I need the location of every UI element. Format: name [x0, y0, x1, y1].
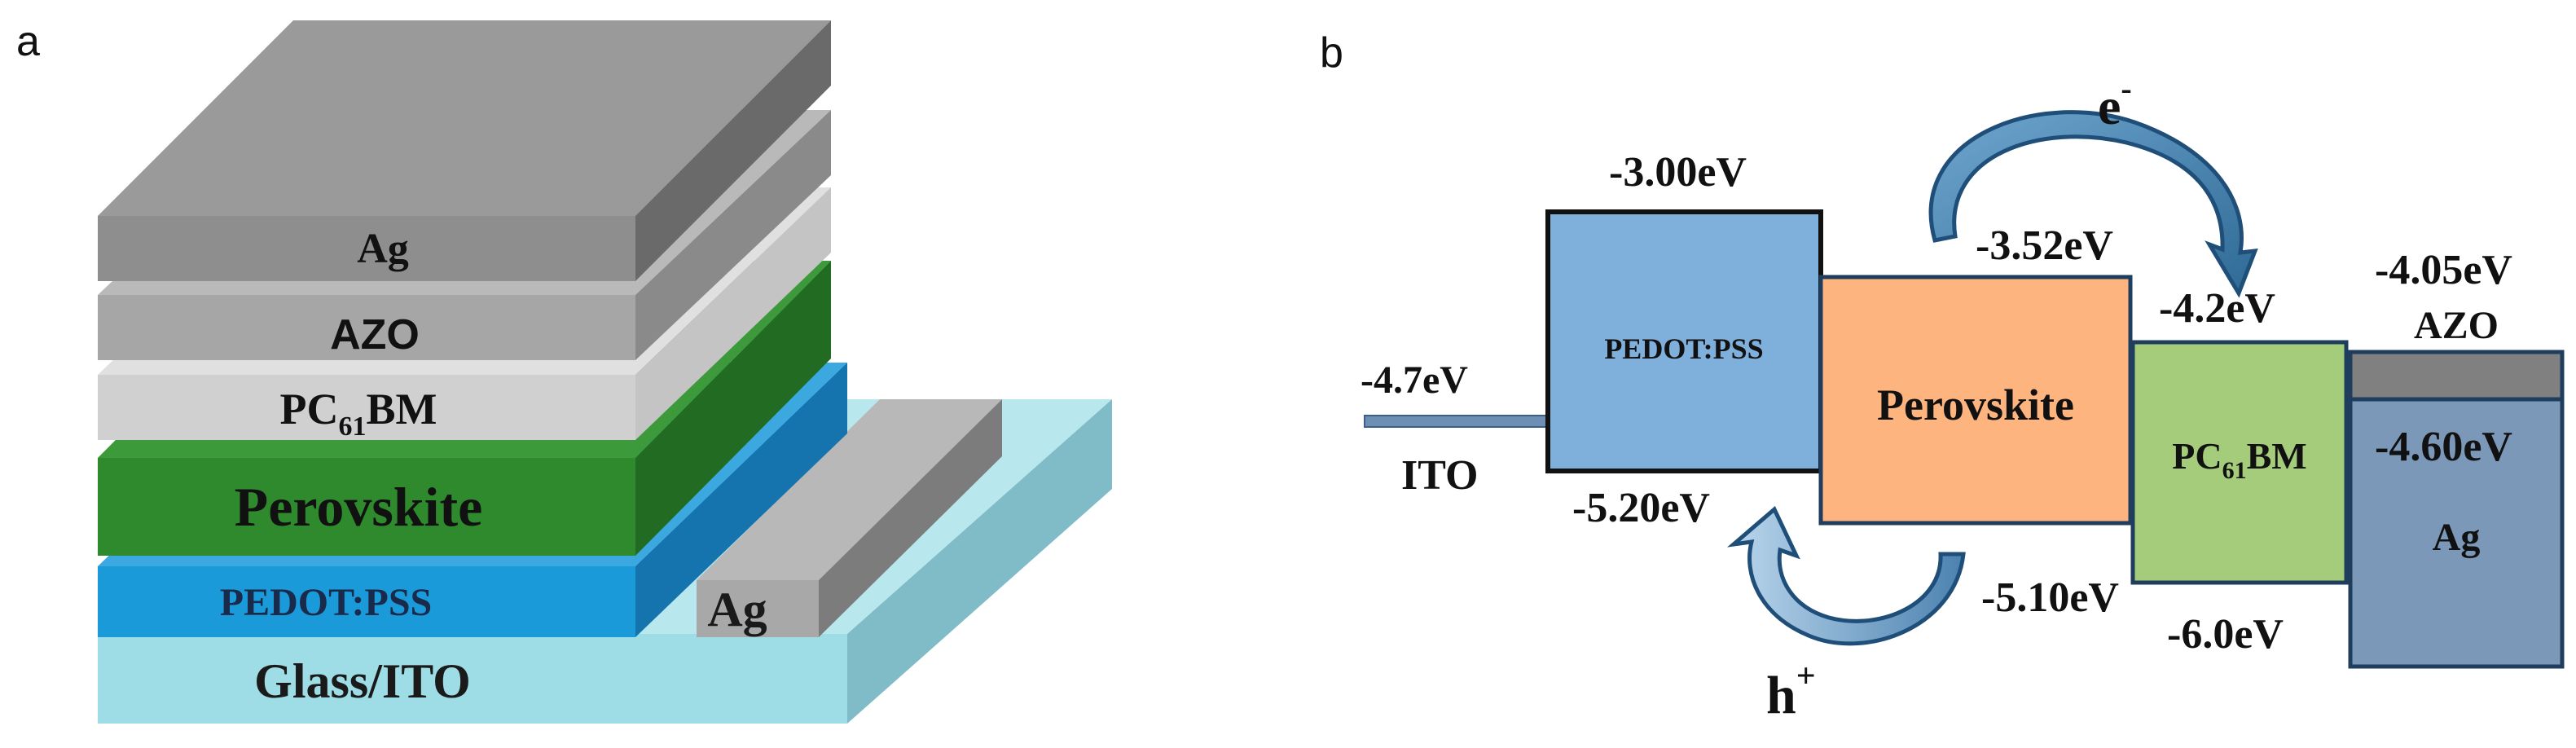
pcbm-label: PC61BM: [280, 385, 437, 442]
pedot-box-label: PEDOT:PSS: [1604, 332, 1763, 365]
pcbm-lumo-value: -4.2eV: [2159, 285, 2275, 332]
pedot-box-rect: [1545, 209, 1823, 473]
pcbm-box: PC61BM -4.2eV -6.0eV: [2130, 285, 2349, 658]
electron-arrow-icon: [1928, 110, 2258, 298]
perovskite-box: Perovskite -3.52eV -5.10eV: [1818, 222, 2133, 621]
pedot-side-face: [635, 363, 847, 637]
azo-level-value: -4.05eV: [2375, 247, 2512, 293]
perovskite-front-face: [98, 458, 635, 556]
hole-label: h+: [1766, 658, 1816, 725]
perovskite-side-face: [635, 261, 831, 556]
pcbm-box-label-main: PC: [2172, 435, 2222, 477]
ito-level-line: [1364, 415, 1547, 428]
ag-side-face: [635, 20, 831, 281]
electron-arrow: e-: [1928, 70, 2258, 298]
ag-box-rect: [2348, 397, 2565, 669]
electron-label: e-: [2098, 70, 2132, 135]
ag-name-label: Ag: [2433, 516, 2481, 559]
ito-label: ITO: [1401, 452, 1478, 499]
pcbm-box-label-sub: 61: [2222, 457, 2247, 484]
ag-contact-label: Ag: [707, 583, 767, 636]
pedot-label: PEDOT:PSS: [220, 581, 432, 624]
layer-ag-top: Ag: [98, 20, 831, 281]
pcbm-homo-value: -6.0eV: [2167, 611, 2284, 658]
ag-top-label: Ag: [357, 226, 409, 272]
ito-level-value: -4.7eV: [1361, 359, 1468, 402]
perovskite-lumo-value: -3.52eV: [1976, 222, 2113, 269]
hole-arrow-icon: [1726, 505, 1966, 646]
panel-b-label: b: [1320, 29, 1343, 77]
pcbm-box-label: PC61BM: [2172, 435, 2306, 484]
azo-name-label: AZO: [2414, 304, 2499, 347]
perovskite-box-label: Perovskite: [1877, 381, 2074, 429]
azo-label: AZO: [330, 311, 420, 359]
hole-label-main: h: [1766, 666, 1796, 725]
pcbm-label-end: BM: [366, 385, 437, 433]
azo-front-face: [98, 295, 635, 360]
ag-front-face: [98, 216, 635, 281]
panel-b: b -4.7eV ITO PEDOT:PSS -3.00eV -5.20eV P…: [1320, 29, 2565, 725]
glass-front-face: [98, 634, 847, 724]
glass-ito-label: Glass/ITO: [254, 654, 471, 708]
azo-level-rect: [2348, 350, 2565, 402]
hole-arrow: h+: [1726, 505, 1966, 725]
pedot-lumo-value: -3.00eV: [1609, 149, 1747, 196]
glass-side-face: [847, 399, 1112, 724]
azo-ag-column: -4.05eV AZO -4.60eV Ag: [2348, 247, 2565, 669]
perovskite-label: Perovskite: [235, 476, 483, 538]
pcbm-front-face: [98, 375, 635, 440]
pcbm-side-face: [635, 187, 831, 440]
pedot-box: PEDOT:PSS -3.00eV -5.20eV: [1545, 149, 1823, 531]
pcbm-box-rect: [2130, 340, 2349, 585]
pedot-front-face: [98, 566, 635, 637]
ag-contact-top-face: [697, 399, 1002, 580]
ag-contact-front-face: [697, 580, 819, 637]
pcbm-label-main: PC: [280, 385, 339, 433]
azo-side-face: [635, 110, 831, 360]
panel-a-label: a: [16, 18, 40, 65]
ag-contact-side-face: [819, 399, 1002, 637]
pcbm-label-sub: 61: [338, 411, 366, 442]
panel-a: a Glass/ITO Ag PEDOT:PSS Perovski: [16, 18, 1112, 724]
pedot-homo-value: -5.20eV: [1572, 485, 1710, 531]
hole-label-sup: +: [1796, 658, 1816, 695]
pcbm-box-label-end: BM: [2247, 435, 2307, 477]
electron-label-main: e: [2098, 77, 2121, 135]
electron-label-sup: -: [2121, 70, 2131, 107]
perovskite-box-rect: [1818, 275, 2133, 526]
perovskite-homo-value: -5.10eV: [1981, 574, 2119, 621]
ag-level-value: -4.60eV: [2375, 424, 2512, 470]
ito-level: -4.7eV ITO: [1361, 359, 1547, 499]
ag-contact: Ag: [697, 399, 1002, 637]
ag-top-face: [98, 20, 831, 216]
